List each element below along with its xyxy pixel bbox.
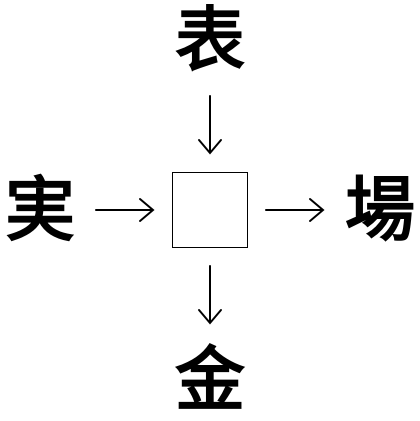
- arrow-right-left-icon: [95, 198, 155, 222]
- arrow-down-top-icon: [198, 95, 222, 155]
- arrow-down-bottom-icon: [198, 265, 222, 325]
- arrow-right-right-icon: [265, 198, 325, 222]
- clue-kanji-bottom: 金: [175, 338, 245, 421]
- answer-box[interactable]: [172, 172, 248, 248]
- clue-kanji-top: 表: [175, 0, 245, 81]
- clue-kanji-left: 実: [5, 168, 75, 251]
- clue-kanji-right: 場: [345, 168, 415, 251]
